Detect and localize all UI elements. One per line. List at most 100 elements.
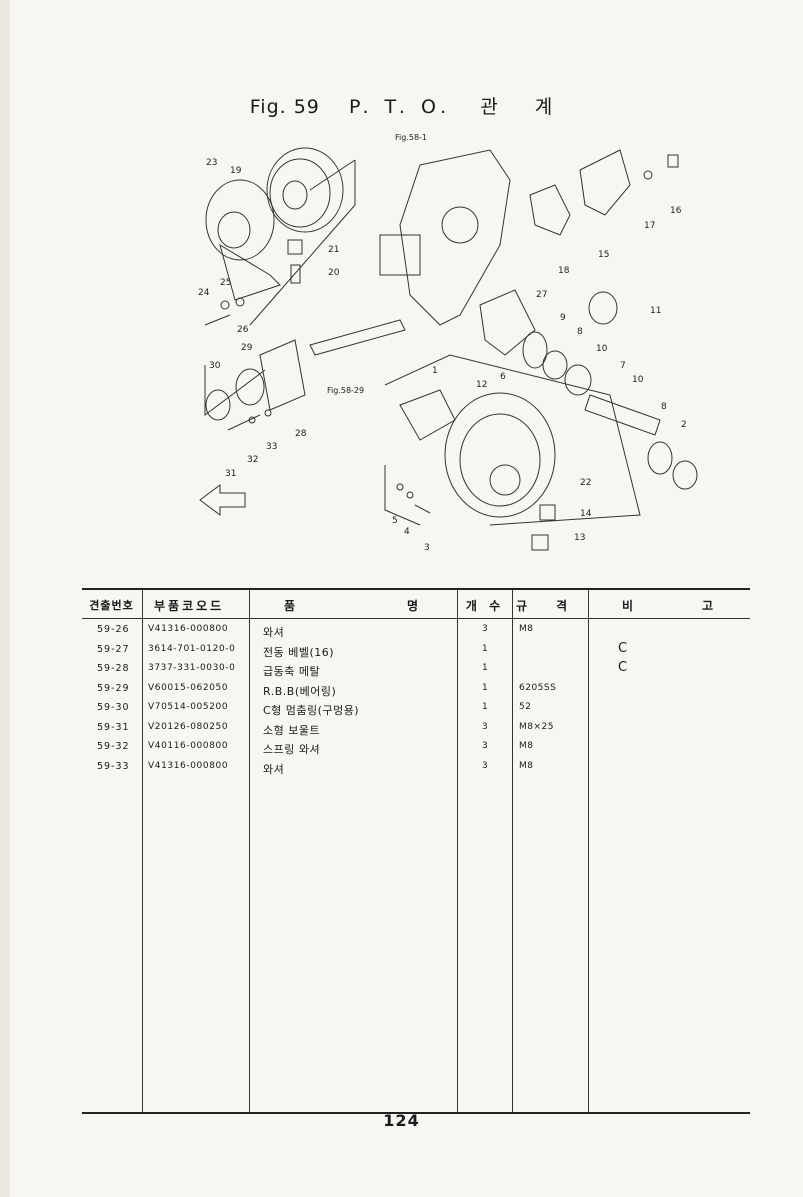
figure-title: Fig. 59 P. T. O. 관 계	[0, 92, 803, 119]
callout-1: 1	[432, 366, 438, 376]
header-part-code: 부품코오드	[154, 599, 225, 613]
pto-shaft-7	[584, 394, 661, 436]
table-row: 59-32 V40116-000800 스프링 와셔 3 M8	[82, 741, 750, 761]
callout-22: 22	[580, 478, 591, 488]
callout-31: 31	[225, 469, 236, 479]
flange-28	[259, 339, 306, 411]
column-divider	[512, 590, 513, 1112]
bolt-16	[667, 154, 679, 168]
cell-qty: 1	[482, 702, 488, 712]
callout-15: 15	[598, 250, 609, 260]
column-divider	[457, 590, 458, 1112]
cell-ref: 59-27	[97, 643, 130, 655]
cell-code: V20126-080250	[148, 721, 229, 732]
figure-pto: P. T. O.	[348, 96, 452, 118]
callout-fig58-29: Fig.58-29	[327, 386, 364, 395]
figure-gye: 계	[534, 96, 554, 118]
callout-7: 7	[620, 361, 626, 371]
callout-8-lower: 8	[661, 402, 667, 412]
callout-30: 30	[209, 361, 221, 371]
callout-18: 18	[558, 266, 570, 276]
callout-28: 28	[295, 429, 307, 439]
callout-20: 20	[328, 268, 340, 278]
callout-14: 14	[580, 509, 592, 519]
cell-ref: 59-33	[97, 760, 130, 772]
cell-name: R.B.B(베어링)	[263, 684, 337, 698]
callout-2: 2	[681, 420, 687, 430]
cell-code: V40116-000800	[148, 741, 229, 751]
circlip-9	[542, 350, 568, 380]
figure-kwan: 관	[480, 96, 528, 118]
column-divider	[142, 590, 143, 1112]
washer-26	[235, 297, 245, 307]
cell-qty: 3	[482, 760, 488, 771]
callout-10-lower: 10	[632, 375, 644, 385]
cell-spec: M8	[519, 741, 534, 751]
callout-10-upper: 10	[596, 344, 608, 354]
washer-17	[643, 170, 653, 180]
seal-2	[672, 460, 698, 490]
callout-9: 9	[560, 313, 566, 323]
cell-qty: 1	[482, 663, 488, 673]
page-edge-shadow	[0, 0, 10, 1197]
cell-ref: 59-29	[97, 682, 130, 694]
cell-spec: M8×25	[519, 721, 554, 732]
bearing-8-lower	[647, 441, 673, 475]
callout-32: 32	[247, 455, 258, 465]
cell-ref: 59-31	[97, 721, 130, 733]
cell-name: 와셔	[263, 626, 285, 639]
bolt-20	[290, 264, 301, 284]
gearbox-housing	[379, 149, 511, 326]
callout-16: 16	[670, 206, 682, 216]
callout-4: 4	[404, 527, 410, 537]
cell-code: V70514-005200	[148, 702, 229, 712]
header-part-name-b: 명	[407, 599, 419, 613]
callout-6: 6	[500, 372, 506, 382]
pulley-19	[266, 147, 344, 233]
cell-note: C	[618, 660, 628, 675]
cell-spec: M8	[519, 624, 534, 634]
cell-ref: 59-26	[97, 624, 130, 635]
cell-code: V41316-000800	[148, 760, 229, 771]
cell-name: 급동축 메탈	[263, 665, 321, 678]
cell-ref: 59-28	[97, 663, 130, 674]
cell-code: 3737-331-0030-0	[148, 663, 236, 673]
cell-spec: 6205SS	[519, 682, 557, 693]
housing-1	[399, 389, 456, 441]
header-spec-b: 격	[556, 599, 568, 613]
callout-33: 33	[266, 442, 277, 452]
cell-spec: M8	[519, 760, 534, 771]
header-remarks-a: 비	[622, 599, 634, 613]
output-shaft	[309, 319, 406, 356]
table-row: 59-28 3737-331-0030-0 급동축 메탈 1 C	[82, 660, 750, 683]
cover-15	[579, 149, 631, 216]
circlip-30	[205, 389, 231, 421]
nut-14	[539, 504, 556, 521]
cell-name: 와셔	[263, 762, 285, 776]
cell-qty: 3	[482, 741, 488, 751]
callout-fig58-1: Fig.58-1	[395, 133, 427, 142]
callout-17: 17	[644, 221, 655, 231]
nut-21	[287, 239, 303, 255]
bolt-24	[204, 314, 231, 326]
cell-qty: 1	[482, 643, 488, 654]
oil-seal-11	[588, 291, 618, 325]
cell-spec: 52	[519, 702, 532, 712]
callout-27: 27	[536, 290, 547, 300]
figure-number: Fig. 59	[249, 96, 320, 118]
cell-name: C형 멈춤링(구멍용)	[263, 704, 360, 717]
header-ref-no: 견출번호	[89, 599, 134, 612]
cell-ref: 59-32	[97, 741, 130, 752]
callout-26: 26	[237, 325, 249, 335]
page-number: 124	[383, 1111, 420, 1130]
cell-name: 스프링 와셔	[263, 743, 321, 756]
bearing-8-upper	[564, 364, 592, 396]
bolt-3	[414, 504, 431, 514]
bearing-29	[235, 368, 265, 406]
callout-11: 11	[650, 306, 661, 316]
plate-18	[529, 184, 571, 236]
